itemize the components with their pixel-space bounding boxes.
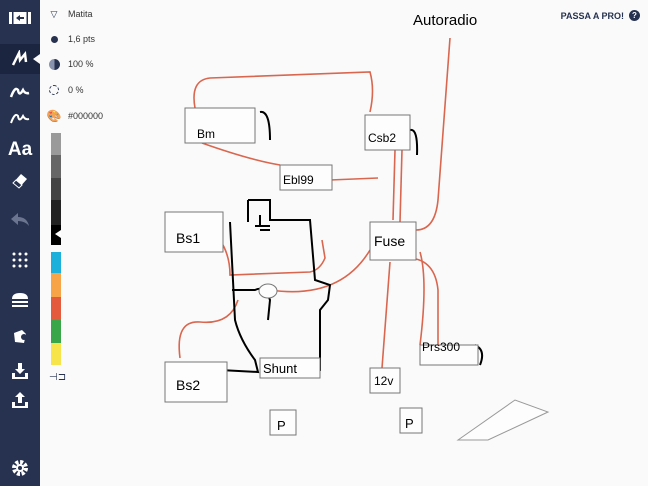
- layers-icon: [12, 293, 28, 307]
- black-wires: [219, 110, 484, 374]
- tool-name: Matita: [68, 9, 93, 19]
- label-fuse: Fuse: [374, 233, 405, 249]
- shapes-button[interactable]: [0, 322, 40, 352]
- label-p2: P: [405, 416, 414, 431]
- opacity-row[interactable]: 100 %: [48, 58, 94, 70]
- import-button[interactable]: [0, 356, 40, 386]
- undo-icon: [11, 213, 29, 226]
- eraser-icon: [12, 174, 27, 189]
- label-p1: P: [277, 418, 286, 433]
- swatch-yellow[interactable]: [51, 343, 61, 365]
- label-bs1: Bs1: [176, 230, 200, 246]
- palette-icon: 🎨: [46, 109, 62, 123]
- opacity-value: 100 %: [68, 59, 94, 69]
- label-bm: Bm: [197, 127, 215, 141]
- collapse-panel-button[interactable]: [0, 3, 40, 33]
- text-tool[interactable]: Aa: [7, 139, 33, 160]
- label-12v: 12v: [374, 374, 393, 388]
- swatch-gray[interactable]: [51, 155, 61, 178]
- pen-icon: [9, 87, 30, 98]
- upgrade-pro-link[interactable]: PASSA A PRO!: [560, 11, 624, 21]
- pin-icon[interactable]: ⊣⊐: [49, 372, 67, 383]
- label-prs300: Prs300: [422, 340, 460, 354]
- marker-tool[interactable]: [0, 103, 40, 133]
- marker-icon: [10, 113, 30, 124]
- layers-button[interactable]: [0, 285, 40, 315]
- label-bs2: Bs2: [176, 377, 200, 393]
- pencil-icon: [11, 50, 28, 66]
- tool-name-row[interactable]: ▽ Matita: [48, 8, 93, 20]
- upload-icon: [12, 392, 28, 408]
- swatch-green[interactable]: [51, 320, 61, 343]
- gear-icon: [12, 460, 28, 476]
- selected-swatch-indicator: [55, 230, 61, 238]
- swatch-gray-dark[interactable]: [51, 178, 61, 200]
- label-shunt: Shunt: [263, 361, 297, 376]
- smoothing-value: 0 %: [68, 85, 84, 95]
- color-value: #000000: [68, 111, 104, 121]
- label-csb2: Csb2: [368, 131, 396, 145]
- grid-button[interactable]: [0, 245, 40, 275]
- settings-button[interactable]: [0, 453, 40, 483]
- swatch-charcoal[interactable]: [51, 200, 61, 225]
- export-button[interactable]: [0, 385, 40, 415]
- grid-icon: [12, 252, 28, 268]
- drawing-canvas[interactable]: Autoradio Bm Csb2 Ebl99 Bs1 Fuse Prs300 …: [120, 0, 648, 486]
- red-wires: [178, 37, 451, 369]
- pen-tool[interactable]: [0, 77, 40, 107]
- swatch-red[interactable]: [51, 297, 61, 320]
- swatch-gray-light[interactable]: [51, 133, 61, 155]
- help-button[interactable]: ?: [629, 10, 640, 21]
- toolbar: Aa: [0, 0, 40, 486]
- size-value: 1,6 pts: [68, 34, 96, 44]
- swatch-blue[interactable]: [51, 252, 61, 273]
- size-row[interactable]: 1,6 pts: [48, 33, 95, 45]
- undo-button[interactable]: [0, 205, 40, 235]
- triangle-icon: ▽: [50, 8, 58, 19]
- shapes-icon: [14, 330, 27, 343]
- download-icon: [12, 363, 28, 379]
- size-dot-icon: [48, 33, 60, 45]
- label-ebl99: Ebl99: [283, 173, 314, 187]
- active-indicator: [33, 54, 40, 64]
- eraser-tool[interactable]: [0, 165, 40, 195]
- title-autoradio: Autoradio: [413, 12, 477, 29]
- smoothing-icon: [48, 84, 60, 96]
- opacity-icon: [48, 58, 60, 70]
- swatch-orange[interactable]: [51, 273, 61, 297]
- smoothing-row[interactable]: 0 %: [48, 84, 84, 96]
- collapse-icon: [9, 12, 31, 24]
- color-row[interactable]: 🎨 #000000: [46, 109, 104, 123]
- components: [164, 107, 550, 441]
